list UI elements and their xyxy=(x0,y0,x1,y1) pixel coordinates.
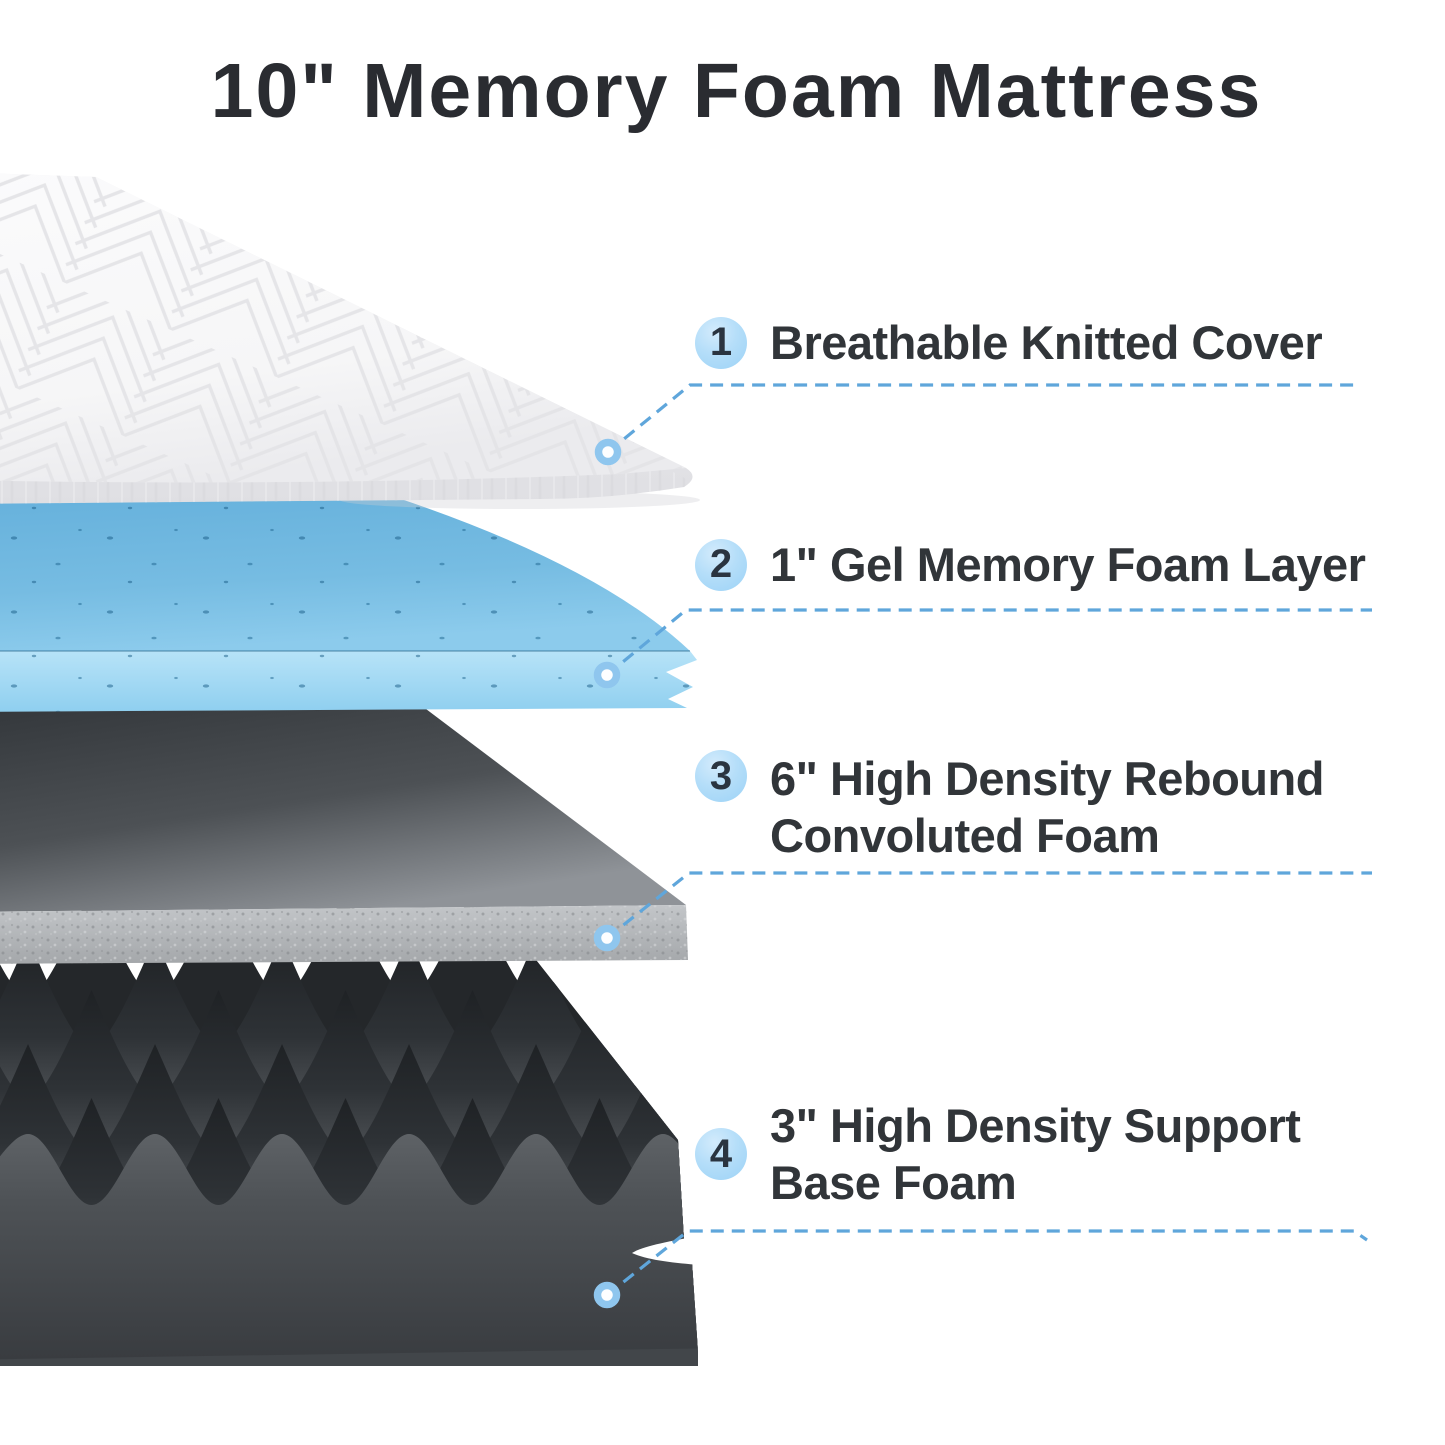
base-foam-notch xyxy=(632,1236,700,1265)
cover-quilt-pattern xyxy=(0,173,686,483)
callout-rebound-convoluted-foam: 3 6" High Density Rebound Convoluted Foa… xyxy=(695,750,1324,864)
callout-label: 3" High Density Support Base Foam xyxy=(770,1097,1301,1211)
callout-label: Breathable Knitted Cover xyxy=(770,314,1323,371)
callout-number-badge-4: 4 xyxy=(695,1128,747,1180)
callout-label-line: Base Foam xyxy=(770,1156,1017,1209)
callout-label-line: 6" High Density Rebound xyxy=(770,752,1324,805)
callout-label-line: 1" Gel Memory Foam Layer xyxy=(770,538,1366,591)
page-title: 10" Memory Foam Mattress xyxy=(210,48,1263,134)
callout-label-line: Convoluted Foam xyxy=(770,809,1160,862)
leader-lines xyxy=(605,383,1372,1297)
callout-breathable-knitted-cover: 1 Breathable Knitted Cover xyxy=(695,314,1323,371)
ring-marker-3 xyxy=(593,924,621,952)
leader-line-1 xyxy=(606,383,1360,454)
callout-label-line: 3" High Density Support xyxy=(770,1099,1301,1152)
ring-marker-4 xyxy=(593,1281,621,1309)
ring-markers xyxy=(593,438,622,1309)
callout-gel-memory-foam: 2 1" Gel Memory Foam Layer xyxy=(695,536,1366,593)
base-foam-layer xyxy=(0,888,698,1366)
callout-number-badge-1: 1 xyxy=(695,316,747,369)
gel-speckles xyxy=(0,497,697,712)
slab-front-texture xyxy=(0,905,688,964)
ring-marker-2 xyxy=(593,661,621,689)
callout-support-base-foam: 4 3" High Density Support Base Foam xyxy=(695,1097,1301,1211)
slab-top-surface xyxy=(0,709,686,912)
knitted-cover-layer xyxy=(0,173,700,509)
leader-line-3 xyxy=(606,871,1372,940)
callout-label-line: Breathable Knitted Cover xyxy=(770,316,1323,369)
high-density-foam-slab xyxy=(0,709,688,964)
ring-marker-1 xyxy=(594,438,622,466)
gel-foam-layer xyxy=(0,497,697,712)
base-foam-front-face xyxy=(0,1134,698,1360)
callout-number-badge-2: 2 xyxy=(695,538,747,591)
leader-line-4 xyxy=(606,1229,1368,1297)
leader-line-2 xyxy=(605,608,1372,677)
callout-label: 6" High Density Rebound Convoluted Foam xyxy=(770,750,1324,864)
callout-label: 1" Gel Memory Foam Layer xyxy=(770,536,1366,593)
callout-number-badge-3: 3 xyxy=(695,750,747,802)
